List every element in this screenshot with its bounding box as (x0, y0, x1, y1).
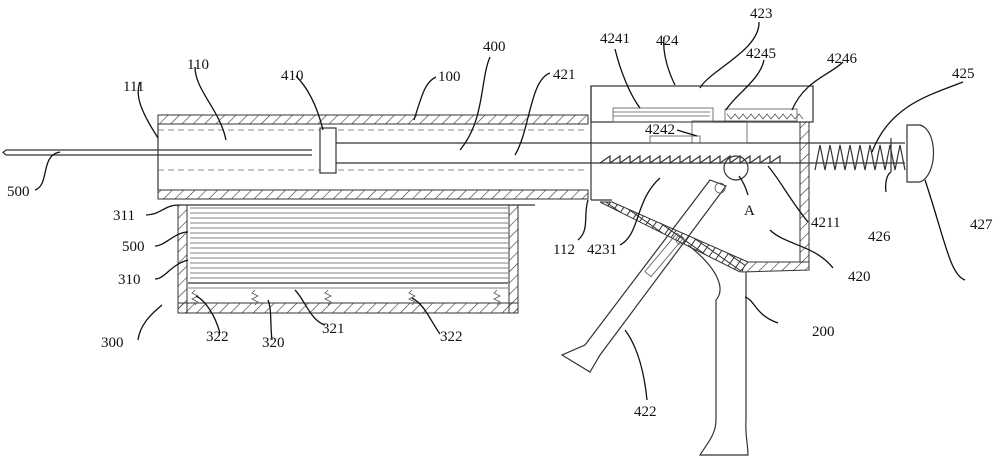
label-112: 112 (553, 242, 575, 258)
label-111: 111 (123, 79, 144, 95)
label-A: A (744, 203, 755, 219)
trigger-422 (560, 179, 727, 373)
label-4246: 4246 (827, 51, 858, 67)
label-300: 300 (101, 335, 124, 351)
label-110: 110 (187, 57, 209, 73)
label-4242: 4242 (645, 122, 675, 138)
label-421: 421 (553, 67, 576, 83)
label-410: 410 (281, 68, 304, 84)
label-4245: 4245 (746, 46, 776, 62)
label-426: 426 (868, 229, 891, 245)
detail-a-circle (723, 155, 749, 181)
needle-500 (2, 149, 312, 156)
spring-4246 (726, 113, 804, 120)
trigger-frame-420 (591, 121, 810, 273)
label-422: 422 (634, 404, 657, 420)
label-400: 400 (483, 39, 506, 55)
label-500-needle: 500 (7, 184, 30, 200)
label-200: 200 (812, 324, 835, 340)
label-425: 425 (952, 66, 975, 82)
label-4231: 4231 (587, 242, 617, 258)
handle-200 (687, 244, 749, 456)
label-4211: 4211 (811, 215, 840, 231)
label-320: 320 (262, 335, 285, 351)
label-311: 311 (113, 208, 135, 224)
label-427: 427 (970, 217, 993, 233)
rack-4211 (599, 154, 781, 165)
label-423: 423 (750, 6, 773, 22)
label-100: 100 (438, 69, 461, 85)
label-420: 420 (848, 269, 871, 285)
label-500-magazine: 500 (122, 239, 145, 255)
label-322-left: 322 (206, 329, 229, 345)
label-322-right: 322 (440, 329, 463, 345)
label-4241: 4241 (600, 31, 630, 47)
label-310: 310 (118, 272, 141, 288)
slider-410 (319, 127, 337, 174)
springs-322 (191, 289, 501, 306)
label-424: 424 (656, 33, 679, 49)
spring-425 (814, 144, 906, 171)
label-321: 321 (322, 321, 345, 337)
knob-427 (906, 124, 935, 183)
magazine-300 (177, 204, 535, 314)
barrel-100 (157, 114, 589, 200)
leader-lines (34, 21, 966, 401)
